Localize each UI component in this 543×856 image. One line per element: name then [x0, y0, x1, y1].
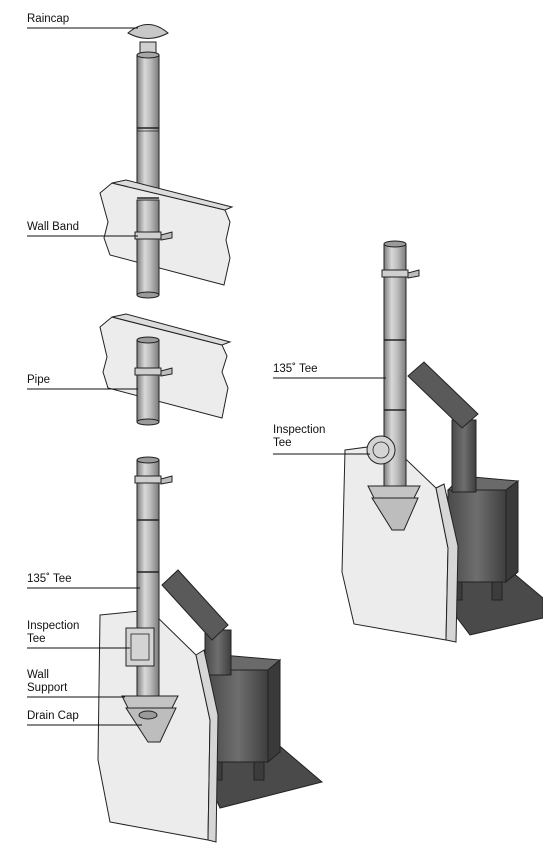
label-wall-band: Wall Band — [27, 221, 79, 233]
tee-branch-right — [407, 361, 479, 429]
stove-left-side — [267, 658, 281, 764]
wall-support-left — [121, 695, 179, 709]
inspection-tee-right — [366, 435, 396, 465]
label-raincap: Raincap — [27, 13, 70, 25]
middle-pipe — [136, 339, 160, 423]
raincap — [127, 24, 169, 39]
inspection-cover — [130, 633, 150, 661]
right-wall-band — [381, 269, 409, 278]
bottom-left-assembly — [97, 456, 324, 843]
label-line: Inspection — [27, 620, 80, 632]
top-assembly — [99, 24, 234, 299]
wall-top-face-middle — [111, 313, 232, 346]
stove-leg — [491, 581, 503, 601]
stove-leg — [253, 761, 265, 781]
middle-pipe-end — [136, 418, 160, 426]
bottom-bracket — [160, 475, 173, 485]
middle-wall-band — [134, 367, 162, 376]
label-line: Inspection — [273, 424, 326, 436]
raincap-base — [136, 51, 160, 59]
support-bracket-left — [125, 707, 177, 743]
wall-panel-right-edge — [435, 483, 459, 643]
label-tee-left: 135˚ Tee — [27, 573, 72, 585]
label-tee-right: 135˚ Tee — [273, 363, 318, 375]
wall-band-bracket — [160, 231, 173, 241]
inspection-cap — [372, 441, 390, 459]
middle-pipe-top — [136, 336, 160, 344]
label-inspection-tee-left: Inspection Tee — [27, 620, 79, 646]
stove-right-side — [505, 480, 519, 584]
label-pipe: Pipe — [27, 374, 51, 386]
label-wall-support: Wall Support — [27, 669, 67, 695]
wall-support-right — [367, 485, 421, 499]
label-line: Wall — [27, 669, 49, 681]
leader-lines — [27, 27, 386, 726]
bottom-pipe-top — [136, 456, 160, 464]
drain-cap-left — [138, 710, 158, 720]
bottom-wall-band — [134, 475, 162, 484]
stove-flue-right — [451, 419, 477, 493]
top-pipe-end — [136, 291, 160, 299]
wall-section-middle — [99, 316, 229, 419]
wall-band — [134, 231, 162, 240]
middle-bracket — [160, 367, 173, 377]
right-assembly — [341, 240, 543, 643]
right-pipe-top — [383, 240, 407, 248]
support-bracket-right — [371, 497, 419, 531]
label-drain-cap: Drain Cap — [27, 710, 79, 722]
label-line: Support — [27, 682, 68, 694]
label-line: Tee — [27, 633, 46, 645]
label-line: Tee — [273, 437, 292, 449]
right-bracket — [407, 269, 420, 279]
wall-panel-left-edge — [195, 649, 219, 843]
middle-assembly — [99, 313, 232, 426]
label-inspection-tee-right: Inspection Tee — [273, 424, 325, 450]
tee-branch-left — [161, 569, 229, 641]
top-pipe-front — [136, 199, 160, 296]
wall-top-face — [111, 179, 234, 211]
